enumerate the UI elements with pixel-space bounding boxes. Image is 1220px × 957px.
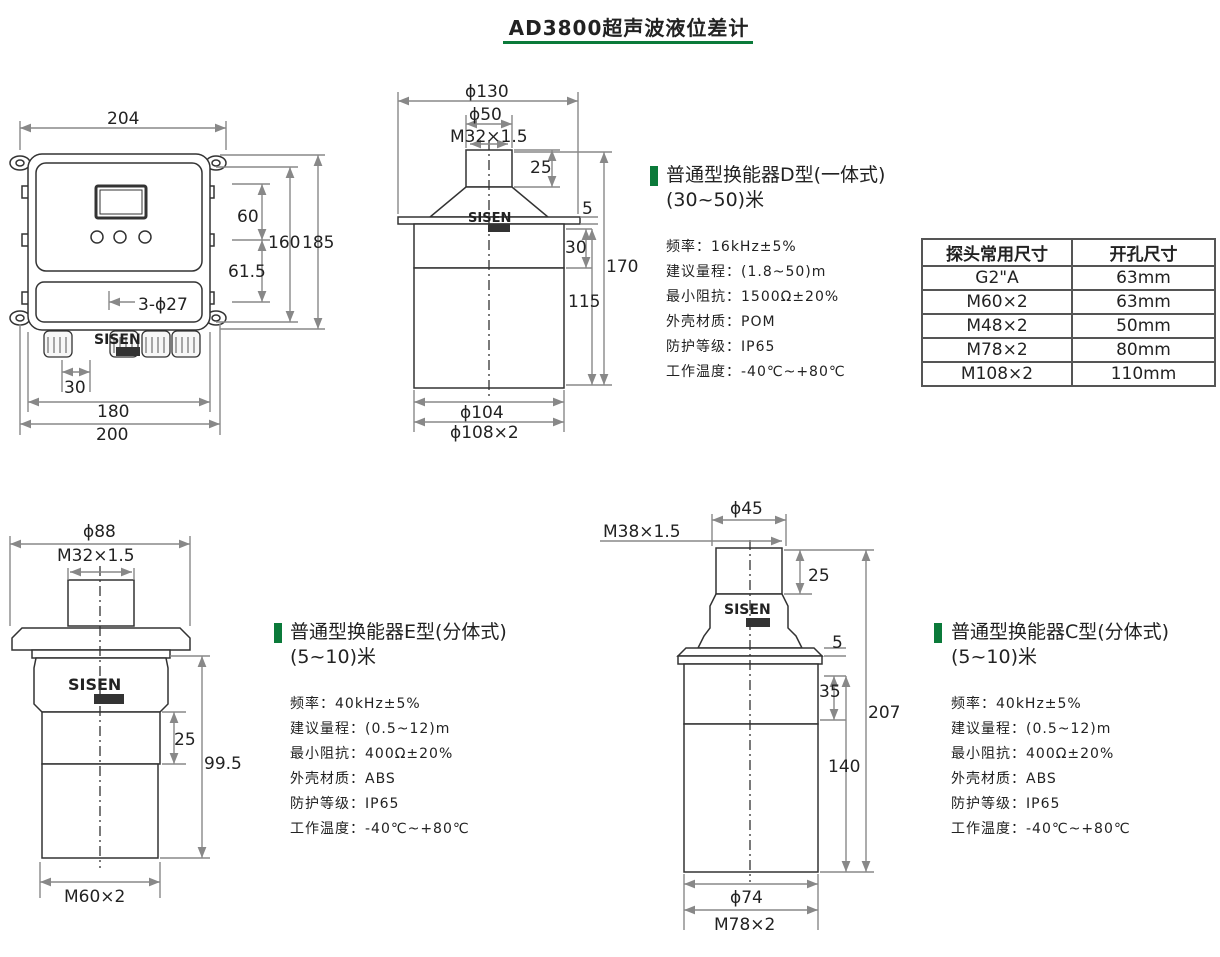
brand-logo: SISEN <box>68 675 121 694</box>
probe-e-thread <box>67 579 135 627</box>
spec-row: 外壳材质：ABS <box>290 771 396 787</box>
probe-d-range: (30~50)米 <box>666 189 765 211</box>
dim-thread-d: M32×1.5 <box>450 127 528 147</box>
dim-170-d: 170 <box>606 257 638 277</box>
dim-99-5: 99.5 <box>204 754 242 774</box>
probe-c-thread <box>715 547 783 595</box>
dim-5-c: 5 <box>832 633 843 653</box>
probe-d-drawing: SISEN ϕ130 ϕ50 M32×1.5 25 5 30 115 170 ϕ… <box>397 82 638 443</box>
heading-marker <box>934 623 942 643</box>
probe-e-flange <box>11 627 191 651</box>
spec-row: 最小阻抗：1500Ω±20% <box>666 289 840 305</box>
dim-185: 185 <box>302 233 334 253</box>
dim-d88: ϕ88 <box>83 522 116 542</box>
dim-d74: ϕ74 <box>730 888 763 908</box>
spec-row: 工作温度：-40℃~+80℃ <box>951 821 1131 837</box>
probe-c-body <box>683 723 819 873</box>
key-button <box>138 230 152 244</box>
dim-holes: 3-ϕ27 <box>138 295 188 315</box>
table-header-row: 探头常用尺寸 开孔尺寸 <box>921 238 1216 267</box>
spec-row: 最小阻抗：400Ω±20% <box>951 746 1115 762</box>
controller-drawing: SISEN 204 60 61.5 160 185 3-ϕ27 30 180 2… <box>9 109 334 445</box>
dim-115-d: 115 <box>568 292 600 312</box>
spec-row: 频率：40kHz±5% <box>951 696 1082 712</box>
spec-row: 建议量程：(0.5~12)m <box>290 721 451 737</box>
dim-200: 200 <box>96 425 128 445</box>
brand-logo: SISEN <box>724 602 771 618</box>
dim-25-e: 25 <box>174 730 196 750</box>
dim-160: 160 <box>268 233 300 253</box>
probe-c-drawing: SISEN ϕ45 M38×1.5 25 5 35 140 207 ϕ74 M7… <box>600 499 900 935</box>
probe-c-heading: 普通型换能器C型(分体式) <box>951 621 1170 643</box>
title-underline <box>503 41 753 44</box>
spec-row: 最小阻抗：400Ω±20% <box>290 746 454 762</box>
probe-c-specs: 频率：40kHz±5% 建议量程：(0.5~12)m 最小阻抗：400Ω±20%… <box>951 692 1131 842</box>
dim-d104: ϕ104 <box>460 403 504 423</box>
spec-row: 防护等级：IP65 <box>290 796 400 812</box>
dim-5-d: 5 <box>582 199 593 219</box>
spec-row: 防护等级：IP65 <box>666 339 776 355</box>
probe-d-specs: 频率：16kHz±5% 建议量程：(1.8~50)m 最小阻抗：1500Ω±20… <box>666 235 846 385</box>
spec-row: 频率：16kHz±5% <box>666 239 797 255</box>
probe-e-drawing: SISEN ϕ88 M32×1.5 25 99.5 M60×2 <box>9 522 242 907</box>
cable-glands <box>43 330 201 358</box>
spec-row: 工作温度：-40℃~+80℃ <box>666 364 846 380</box>
spec-row: 防护等级：IP65 <box>951 796 1061 812</box>
dim-d50: ϕ50 <box>469 105 502 125</box>
brand-logo: SISEN <box>94 332 141 348</box>
column-header: 开孔尺寸 <box>1071 238 1216 267</box>
heading-marker <box>650 166 658 186</box>
spec-row: 建议量程：(0.5~12)m <box>951 721 1112 737</box>
probe-d-heading: 普通型换能器D型(一体式) <box>666 164 886 186</box>
dim-m78: M78×2 <box>714 915 775 935</box>
dim-thread-e: M32×1.5 <box>57 546 135 566</box>
dim-d108: ϕ108×2 <box>450 423 519 443</box>
probe-e-specs: 频率：40kHz±5% 建议量程：(0.5~12)m 最小阻抗：400Ω±20%… <box>290 692 470 842</box>
heading-marker <box>274 623 282 643</box>
spec-row: 外壳材质：ABS <box>951 771 1057 787</box>
key-button <box>113 230 127 244</box>
dim-30-d: 30 <box>565 238 587 258</box>
dim-d45: ϕ45 <box>730 499 763 519</box>
probe-e-heading: 普通型换能器E型(分体式) <box>290 621 507 643</box>
dim-204: 204 <box>107 109 139 129</box>
spec-row: 外壳材质：POM <box>666 314 776 330</box>
probe-e-neck <box>41 711 161 765</box>
dim-thread-c: M38×1.5 <box>603 522 681 542</box>
brand-logo: SISEN <box>468 211 511 226</box>
dim-60: 60 <box>237 207 259 227</box>
page-title: AD3800超声波液位差计 <box>508 16 750 40</box>
dim-25-d: 25 <box>530 158 552 178</box>
key-button <box>90 230 104 244</box>
dim-61-5: 61.5 <box>228 262 266 282</box>
dim-35-c: 35 <box>819 682 841 702</box>
dim-25-c: 25 <box>808 566 830 586</box>
dim-m60: M60×2 <box>64 887 125 907</box>
column-header: 探头常用尺寸 <box>921 238 1073 267</box>
dim-180: 180 <box>97 402 129 422</box>
spec-row: 建议量程：(1.8~50)m <box>666 264 827 280</box>
dim-207-c: 207 <box>868 703 900 723</box>
dim-d130: ϕ130 <box>465 82 509 102</box>
dim-140-c: 140 <box>828 757 860 777</box>
probe-c-range: (5~10)米 <box>951 646 1038 668</box>
probe-e-range: (5~10)米 <box>290 646 377 668</box>
spec-row: 工作温度：-40℃~+80℃ <box>290 821 470 837</box>
spec-row: 频率：40kHz±5% <box>290 696 421 712</box>
dim-30: 30 <box>64 378 86 398</box>
